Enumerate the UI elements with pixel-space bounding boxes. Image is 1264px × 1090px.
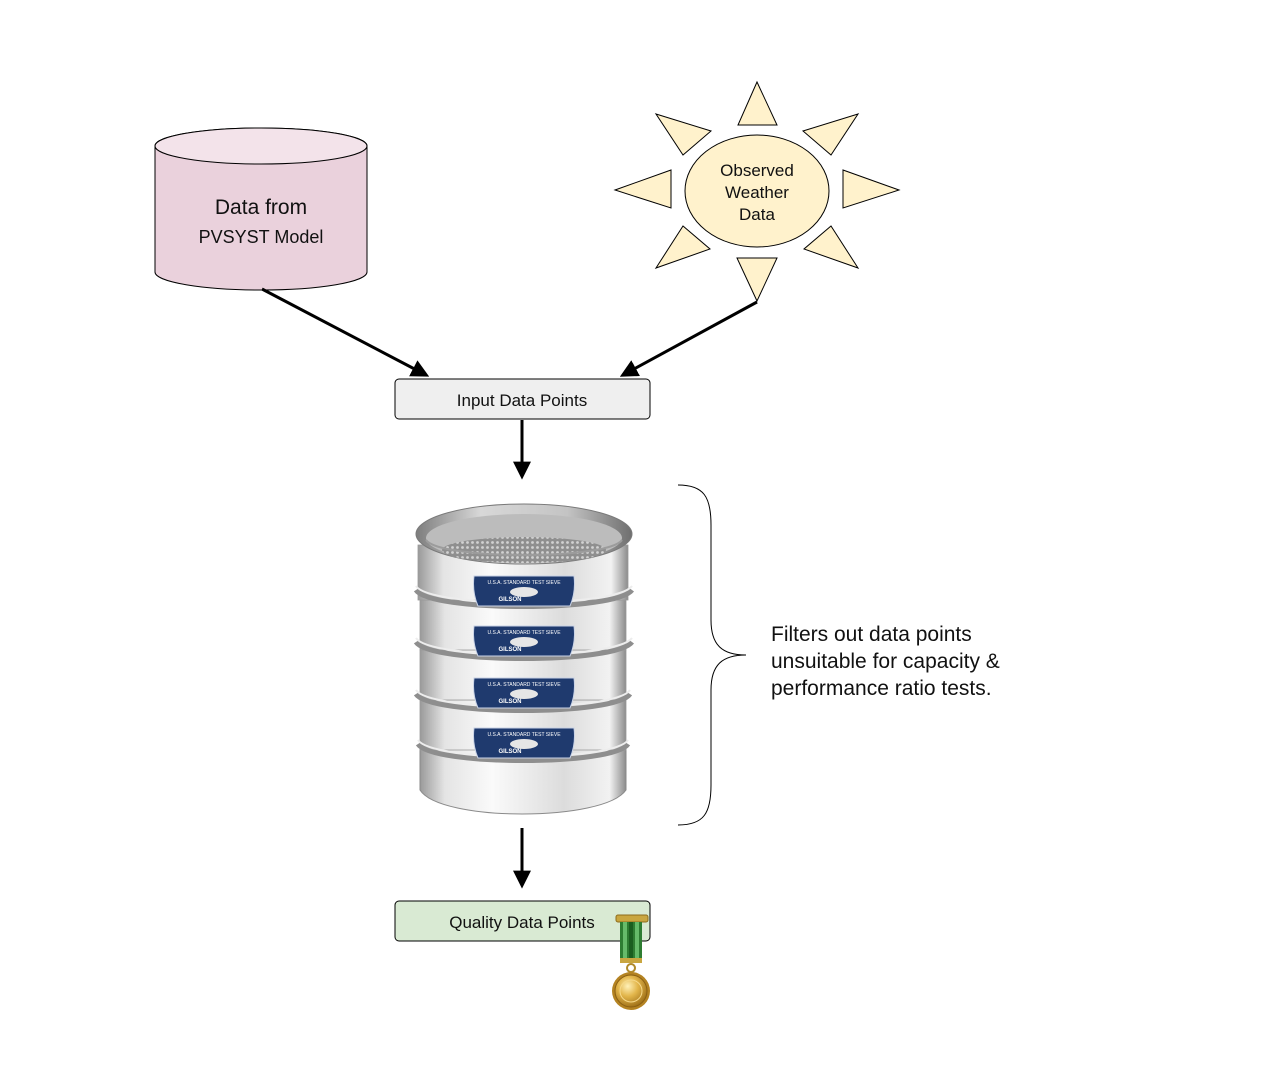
database-label-line2: PVSYST Model <box>199 227 324 247</box>
sieve-brand-2: GILSON <box>498 647 521 653</box>
sieve-plate-text-3: U.S.A. STANDARD TEST SIEVE <box>487 682 561 688</box>
sieve-brand-4: GILSON <box>498 749 521 755</box>
weather-label-line2: Weather <box>725 183 789 202</box>
weather-label-line3: Data <box>739 205 775 224</box>
filter-description-line2: unsuitable for capacity & <box>771 650 1000 673</box>
sieve-stack-icon: U.S.A. STANDARD TEST SIEVE U.S.A. STANDA… <box>413 503 635 815</box>
sieve-plate-text-2: U.S.A. STANDARD TEST SIEVE <box>487 630 561 636</box>
weather-sun: Observed Weather Data <box>613 80 901 303</box>
filter-description-line1: Filters out data points <box>771 623 972 646</box>
sieve-brand-3: GILSON <box>498 699 521 705</box>
input-data-points-box: Input Data Points <box>394 378 651 420</box>
filter-brace <box>677 484 747 826</box>
weather-label-line1: Observed <box>720 161 794 180</box>
database-label-line1: Data from <box>215 196 307 219</box>
sun-icon <box>613 80 901 303</box>
medal-icon <box>612 914 650 1010</box>
output-box-label: Quality Data Points <box>449 913 595 932</box>
sieve-plate-text-4: U.S.A. STANDARD TEST SIEVE <box>487 732 561 738</box>
filter-description: Filters out data points unsuitable for c… <box>771 623 1000 700</box>
sieve-plate-text-1: U.S.A. STANDARD TEST SIEVE <box>487 580 561 586</box>
arrow-weather-to-input <box>619 300 758 377</box>
quality-data-points-box: Quality Data Points <box>394 900 651 942</box>
database-cylinder: Data from PVSYST Model <box>154 127 368 291</box>
arrow-database-to-input <box>261 287 430 377</box>
input-box-label: Input Data Points <box>457 391 587 410</box>
sieve-brand-1: GILSON <box>498 597 521 603</box>
filter-description-line3: performance ratio tests. <box>771 677 992 700</box>
